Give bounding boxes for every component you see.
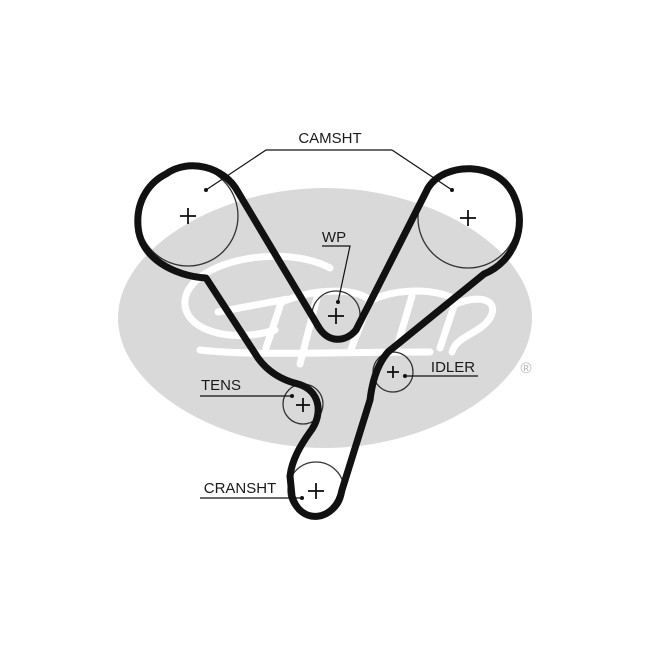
camshaft-label: CAMSHT — [298, 130, 361, 147]
tensioner-label: TENS — [201, 377, 241, 394]
gates-watermark-logo: ® — [118, 188, 532, 448]
leader-endpoints — [204, 188, 454, 500]
timing-belt — [134, 162, 523, 520]
water-pump-label: WP — [322, 229, 346, 246]
pulley-center-marks — [180, 208, 476, 499]
water-pump-leader — [322, 245, 351, 303]
crankshaft-label: CRANSHT — [204, 480, 277, 497]
camshaft-leader-right — [391, 149, 453, 191]
leader-lines — [200, 149, 478, 499]
registered-mark: ® — [520, 360, 531, 377]
camshaft-leader-left — [205, 149, 392, 191]
idler-label: IDLER — [431, 359, 475, 376]
